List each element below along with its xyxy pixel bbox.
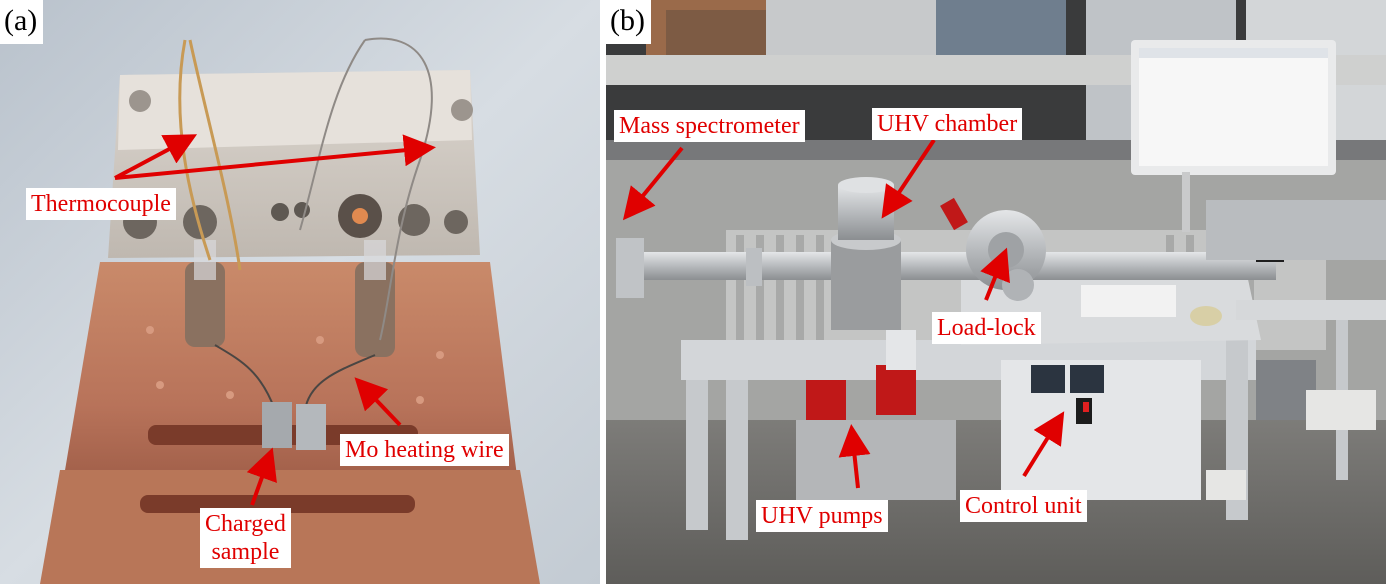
uhv-pumps-label: UHV pumps — [756, 500, 888, 532]
panel-a-photo: (a) Thermocouple Mo heating wire Charged… — [0, 0, 600, 584]
charged-sample-label: Charged sample — [200, 508, 291, 568]
load-lock-label: Load-lock — [932, 312, 1041, 344]
mass-spectrometer-label: Mass spectrometer — [614, 110, 805, 142]
charged-sample-line1: Charged — [205, 511, 286, 537]
panel-b-photo: (b) Mass spectrometer UHV chamber Load-l… — [606, 0, 1386, 584]
uhv-setup-photo — [606, 0, 1386, 584]
sample-holder-photo — [0, 0, 600, 584]
uhv-chamber-label: UHV chamber — [872, 108, 1023, 140]
control-unit-label: Control unit — [960, 490, 1087, 522]
mo-heating-wire-label: Mo heating wire — [340, 434, 509, 466]
uhv-chamber — [831, 240, 901, 330]
thermocouple-label: Thermocouple — [26, 188, 176, 220]
panel-a-label: (a) — [0, 0, 44, 44]
panel-b-label: (b) — [606, 0, 651, 44]
charged-sample-line2: sample — [211, 539, 280, 565]
beam-line — [636, 252, 1276, 280]
